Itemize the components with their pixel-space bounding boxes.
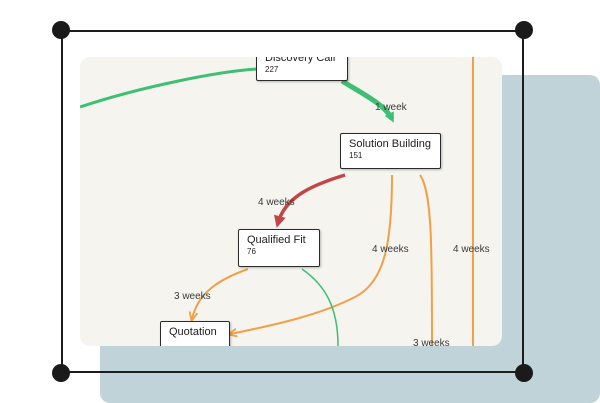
node-label: Solution Building [349,138,431,150]
edge-label-discovery-to-solution: 1 week [375,102,407,113]
edge-label-solution-to-qualified: 4 weeks [258,197,295,208]
edge-solution-to-qualified [274,173,346,228]
resize-handle-top-left[interactable] [52,21,70,39]
node-label: Qualified Fit [247,234,306,246]
node-count: 76 [247,247,256,256]
node-quotation[interactable]: Quotation [160,321,230,346]
edge-qualified-to-quotation [192,268,249,319]
resize-handle-bottom-right[interactable] [515,364,533,382]
node-solution-building[interactable]: Solution Building 151 [340,133,441,169]
node-count: 227 [265,65,279,74]
resize-handle-bottom-left[interactable] [52,364,70,382]
edge-label-solution-to-quotation: 4 weeks [372,244,409,255]
edge-label-solution-down: 3 weeks [413,338,450,346]
node-label: Discovery Call [265,57,336,64]
diagram-canvas: Discovery Call 227 Solution Building 151… [80,57,502,346]
edge-left-to-discovery [80,67,259,109]
node-count: 151 [349,151,363,160]
edge-solution-to-quotation [230,174,393,334]
edge-solution-down [419,174,433,346]
edge-discovery-to-solution [340,78,395,123]
edge-label-far-right: 4 weeks [453,244,490,255]
edges-layer [80,57,474,346]
edge-qualified-down [301,268,339,346]
node-label: Quotation [169,326,217,338]
edge-label-qualified-to-quotation: 3 weeks [174,291,211,302]
node-qualified-fit[interactable]: Qualified Fit 76 [238,229,320,267]
node-discovery-call[interactable]: Discovery Call 227 [256,57,348,81]
resize-handle-top-right[interactable] [515,21,533,39]
